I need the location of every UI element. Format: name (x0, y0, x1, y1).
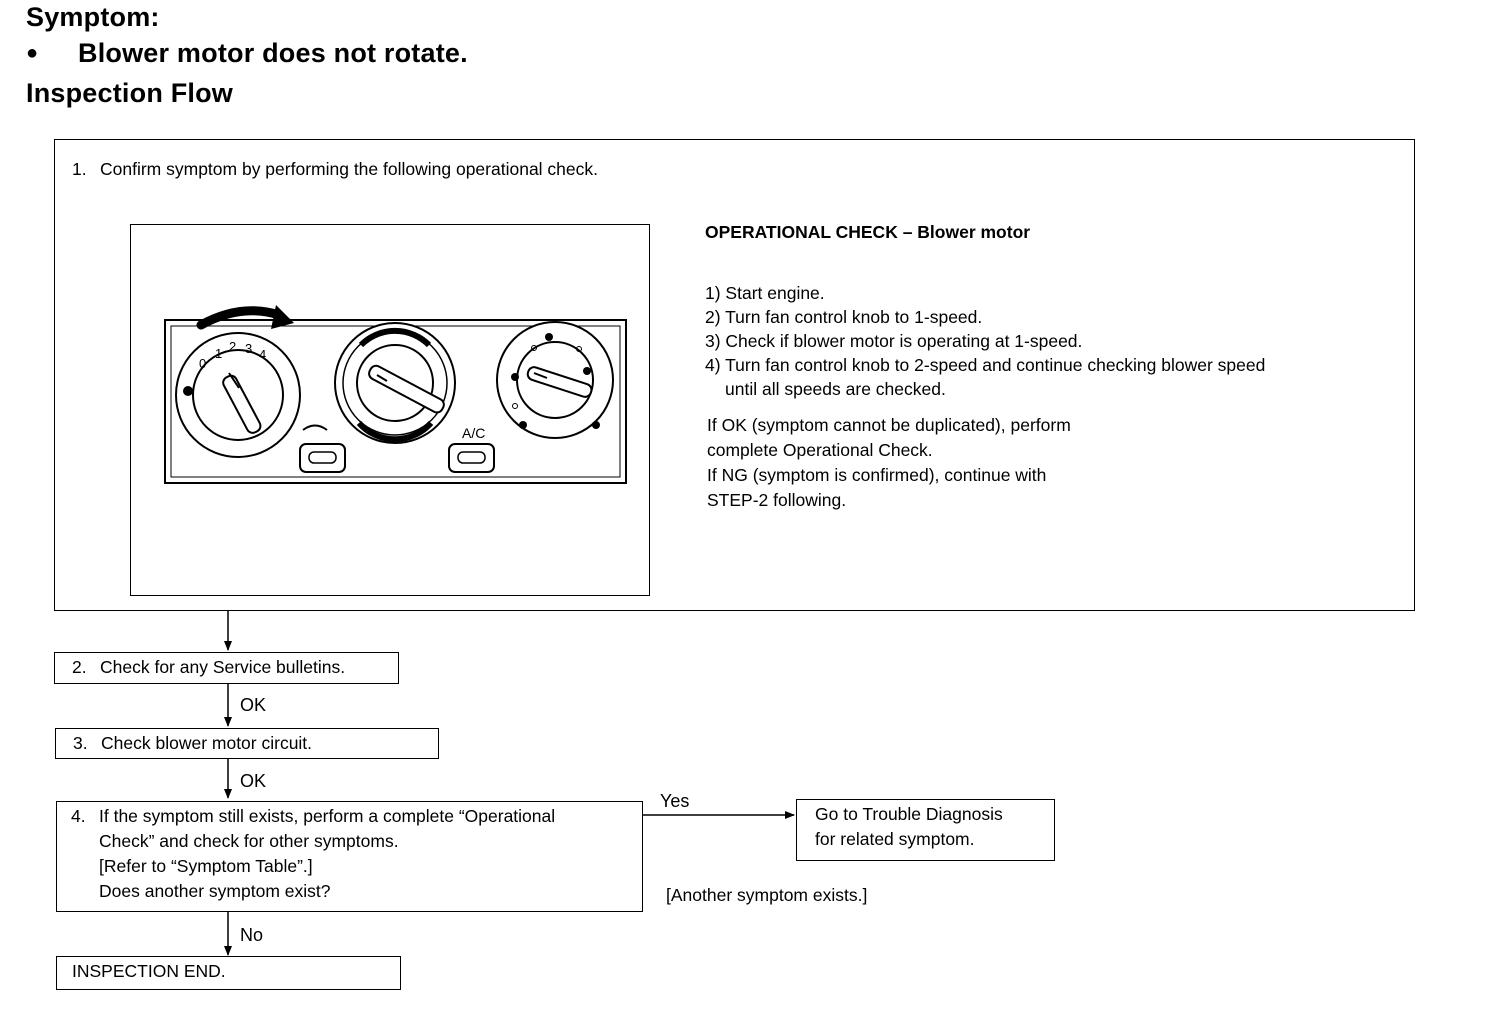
step2-box (54, 652, 399, 684)
temperature-control-knob[interactable] (334, 322, 456, 444)
trouble-diagnosis-box (796, 799, 1055, 861)
speed-label-1: 1 (215, 346, 222, 361)
operational-check-steps: 1) Start engine. 2) Turn fan control kno… (705, 281, 1265, 401)
step3-number: 3. (73, 733, 88, 753)
step1-text: 1. Confirm symptom by performing the foll… (72, 157, 598, 182)
note-line: If OK (symptom cannot be duplicated), pe… (707, 415, 1071, 435)
step4-line: Check” and check for other symptoms. (99, 831, 399, 851)
fan-control-knob[interactable] (175, 332, 301, 458)
speed-label-2: 2 (229, 339, 236, 354)
operational-check-title: OPERATIONAL CHECK – Blower motor (705, 222, 1031, 242)
another-symptom-label: [Another symptom exists.] (666, 885, 868, 905)
step1-label: Confirm symptom by performing the follow… (100, 159, 598, 179)
trouble-diagnosis-text: Go to Trouble Diagnosis for related symp… (815, 802, 1003, 852)
step2-text: 2. Check for any Service bulletins. (72, 655, 345, 680)
heater-panel-figure: 0 1 2 3 4 A/C (130, 224, 650, 596)
mode-control-knob[interactable] (496, 321, 614, 439)
step3-text: 3. Check blower motor circuit. (73, 731, 312, 756)
inspection-flow-heading: Inspection Flow (26, 78, 234, 108)
note-line: If NG (symptom is confirmed), continue w… (707, 465, 1047, 485)
heater-control-panel: 0 1 2 3 4 A/C (164, 305, 627, 484)
symptom-text: Blower motor does not rotate. (78, 38, 468, 68)
check-step-continuation: until all speeds are checked. (725, 379, 946, 399)
symptom-bullet: ● (26, 42, 39, 64)
connector-no: No (240, 925, 264, 945)
step4-box (56, 801, 643, 912)
step3-box (55, 728, 439, 759)
step1-number: 1. (72, 159, 87, 179)
check-step: 4) Turn fan control knob to 2-speed and … (705, 355, 1266, 375)
note-line: STEP-2 following. (707, 490, 847, 510)
speed-label-3: 3 (245, 341, 252, 356)
step4-text: 4. If the symptom still exists, perform a… (71, 804, 555, 904)
recirculation-icon (302, 424, 328, 431)
inspection-end-box (56, 956, 401, 990)
connector-ok-1: OK (240, 695, 267, 715)
step4-number: 4. (71, 806, 86, 826)
check-step: 1) Start engine. (705, 283, 825, 303)
check-step: 3) Check if blower motor is operating at… (705, 331, 1083, 351)
operational-check-note: If OK (symptom cannot be duplicated), pe… (707, 413, 1071, 513)
inspection-end-text: INSPECTION END. (72, 961, 226, 981)
symptom-heading: Symptom: (26, 2, 160, 32)
step4-line: If the symptom still exists, perform a c… (99, 806, 556, 826)
step4-line: [Refer to “Symptom Table”.] (99, 856, 313, 876)
connector-ok-2: OK (240, 771, 267, 791)
step3-label: Check blower motor circuit. (101, 733, 313, 753)
speed-label-0: 0 (199, 356, 206, 371)
check-step: 2) Turn fan control knob to 1-speed. (705, 307, 983, 327)
ac-label: A/C (462, 425, 485, 441)
fan-icon (183, 386, 193, 396)
connector-yes: Yes (660, 791, 690, 811)
note-line: complete Operational Check. (707, 440, 933, 460)
speed-label-4: 4 (259, 347, 266, 362)
trouble-line: Go to Trouble Diagnosis (815, 804, 1003, 824)
trouble-line: for related symptom. (815, 829, 975, 849)
step2-number: 2. (72, 657, 87, 677)
step4-line: Does another symptom exist? (99, 881, 331, 901)
step2-label: Check for any Service bulletins. (100, 657, 346, 677)
